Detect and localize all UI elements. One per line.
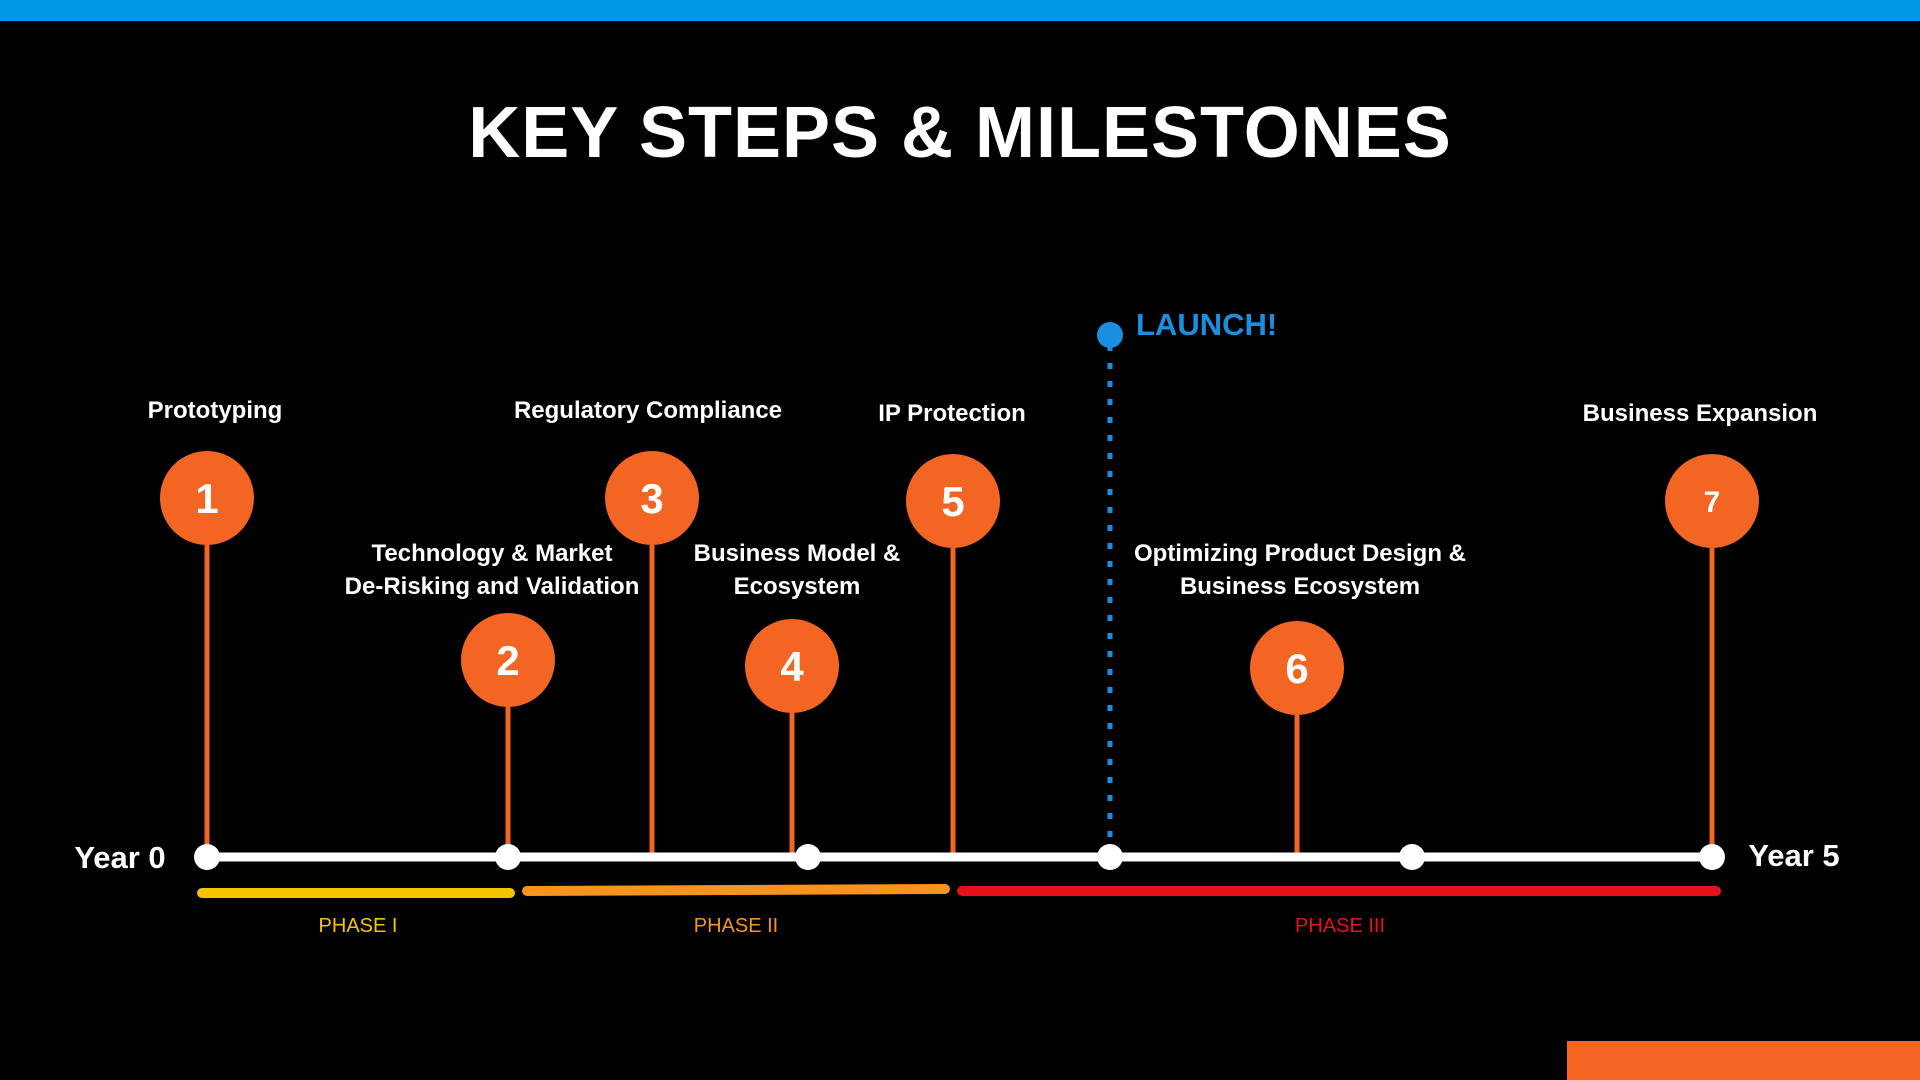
milestone-4-marker <box>745 619 839 713</box>
milestone-4-label-line-2: Ecosystem <box>734 573 861 600</box>
timeline-node-6 <box>1699 844 1725 870</box>
milestone-2-label-line-1: Technology & Market <box>372 540 613 567</box>
timeline-node-2 <box>495 844 521 870</box>
timeline-node-3 <box>795 844 821 870</box>
milestone-6-label-line-1: Optimizing Product Design & <box>1134 540 1466 567</box>
milestone-2-marker <box>461 613 555 707</box>
milestone-6-number: 6 <box>1285 645 1308 692</box>
phase-label-3: PHASE III <box>1295 915 1385 937</box>
launch-dot <box>1097 322 1123 348</box>
milestone-5-number: 5 <box>941 478 964 525</box>
milestone-7-number: 7 <box>1704 486 1721 519</box>
milestone-5-label-line-1: IP Protection <box>878 400 1026 427</box>
milestone-6-label-line-2: Business Ecosystem <box>1180 573 1420 600</box>
milestone-5-marker <box>906 454 1000 548</box>
timeline-node-1 <box>194 844 220 870</box>
top-accent-bar <box>0 0 1920 21</box>
milestone-6-marker <box>1250 621 1344 715</box>
milestone-7-marker <box>1665 454 1759 548</box>
milestone-1-number: 1 <box>195 475 218 522</box>
milestone-2-label-line-2: De-Risking and Validation <box>345 573 640 600</box>
timeline-end-label: Year 5 <box>1748 838 1839 873</box>
milestone-4-number: 4 <box>780 643 804 690</box>
milestone-4-label-line-1: Business Model & <box>694 540 901 567</box>
timeline-node-5 <box>1399 844 1425 870</box>
timeline-node-4 <box>1097 844 1123 870</box>
corner-accent-block <box>1567 1041 1920 1080</box>
phase-bar-2 <box>522 884 950 896</box>
phase-label-2: PHASE II <box>694 915 778 937</box>
launch-label: LAUNCH! <box>1136 307 1277 342</box>
milestone-1-label-line-1: Prototyping <box>148 397 283 424</box>
milestone-7-label-line-1: Business Expansion <box>1583 400 1818 427</box>
milestone-3-number: 3 <box>640 475 663 522</box>
slide-title: KEY STEPS & MILESTONES <box>468 93 1452 173</box>
milestone-3-label-line-1: Regulatory Compliance <box>514 397 782 424</box>
milestone-3-marker <box>605 451 699 545</box>
timeline-start-label: Year 0 <box>74 840 165 875</box>
phase-label-1: PHASE I <box>319 915 398 937</box>
milestone-2-number: 2 <box>496 637 519 684</box>
milestone-1-marker <box>160 451 254 545</box>
